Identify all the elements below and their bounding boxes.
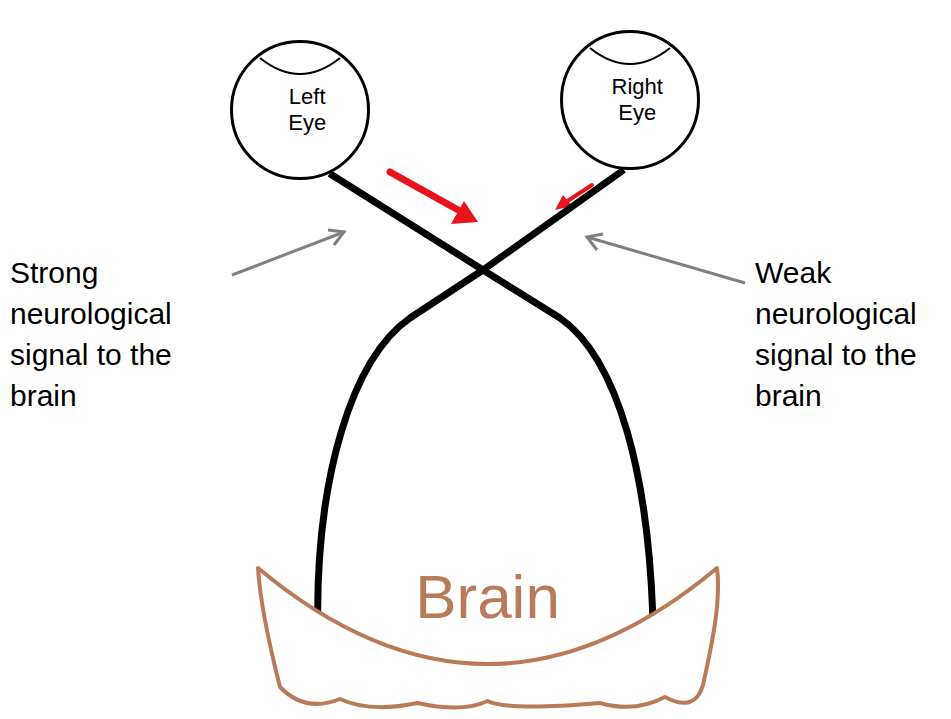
eye-circle: Right Eye bbox=[560, 30, 700, 170]
red-arrow bbox=[390, 172, 460, 211]
eye-label: Right Eye bbox=[601, 74, 673, 127]
red-arrowhead bbox=[451, 201, 478, 224]
leader-arrowhead bbox=[587, 234, 603, 250]
eye-circle: Left Eye bbox=[230, 40, 370, 180]
leader-arrowhead bbox=[328, 230, 344, 245]
brain-label: Brain bbox=[415, 566, 560, 628]
callout-text: Strong neurological signal to the brain bbox=[10, 252, 215, 416]
leader-arrow bbox=[232, 232, 344, 275]
optic-nerve bbox=[330, 173, 653, 614]
leader-arrow bbox=[587, 237, 745, 283]
optic-nerve bbox=[318, 170, 624, 612]
callout-text: Weak neurological signal to the brain bbox=[755, 252, 947, 416]
eye-label: Left Eye bbox=[271, 84, 343, 137]
brain-outline: Brain bbox=[250, 560, 725, 715]
